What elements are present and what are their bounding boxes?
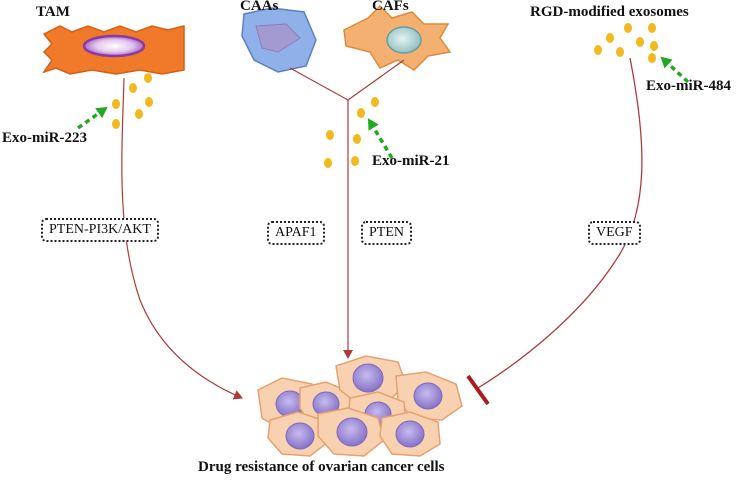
caf-exosomes	[324, 97, 379, 168]
cancer-cell	[395, 371, 463, 421]
caa-line	[289, 67, 349, 101]
cafs-label: CAFs	[372, 0, 409, 14]
exosome-dot	[650, 41, 658, 51]
tam-label: TAM	[36, 4, 70, 20]
outcome-label: Drug resistance of ovarian cancer cells	[198, 459, 445, 475]
rgd-exosomes-label: RGD-modified exosomes	[530, 4, 689, 20]
mir484-arrow	[660, 56, 690, 84]
cancer-cell	[317, 407, 385, 457]
exosome-dot	[648, 23, 656, 33]
exosome-dot	[357, 108, 365, 118]
exosome-dot	[594, 45, 602, 55]
exosome-dot	[144, 73, 152, 83]
exosome-dot	[145, 97, 153, 107]
tam-arrow	[121, 77, 243, 400]
vegf-box: VEGF	[588, 221, 641, 245]
exosome-dot	[351, 156, 359, 166]
exosome-dot	[112, 99, 120, 109]
exosome-dot	[129, 83, 137, 93]
mir21-arrow	[367, 118, 394, 159]
caf-cell	[343, 4, 452, 71]
exosome-dot	[648, 53, 656, 63]
inhibit-bar	[466, 374, 490, 406]
exosome-dot	[606, 33, 614, 43]
exosome-dot	[324, 158, 332, 168]
apaf1-box: APAF1	[267, 221, 325, 245]
exosome-dot	[353, 134, 361, 144]
cancer-cell-cluster	[257, 355, 463, 457]
exosome-dot	[326, 130, 334, 140]
caa-cell	[241, 7, 317, 73]
caf-line	[347, 59, 405, 101]
exosome-dot	[624, 23, 632, 33]
cancer-cell	[379, 411, 441, 457]
caas-label: CAAs	[240, 0, 279, 14]
pten-pi3k-akt-box: PTEN-PI3K/AKT	[41, 218, 159, 242]
rgd-exosomes	[594, 23, 658, 63]
exosome-dot	[616, 47, 624, 57]
mir21-label: Exo-miR-21	[372, 153, 450, 169]
mir223-arrow	[76, 106, 108, 130]
tam-cell	[42, 25, 185, 75]
mir484-label: Exo-miR-484	[646, 78, 731, 94]
tam-nucleus	[82, 34, 146, 58]
caf-nucleus	[386, 26, 422, 54]
exosome-dot	[135, 109, 143, 119]
exosome-dot	[371, 97, 379, 107]
caa-lipid	[255, 23, 301, 53]
exosome-dot	[636, 37, 644, 47]
vegf-inhibit-line	[477, 57, 643, 389]
mir223-label: Exo-miR-223	[2, 130, 87, 146]
tam-exosomes	[112, 73, 153, 129]
cancer-cell	[267, 411, 329, 457]
pten-box: PTEN	[361, 221, 412, 245]
exosome-dot	[112, 119, 120, 129]
